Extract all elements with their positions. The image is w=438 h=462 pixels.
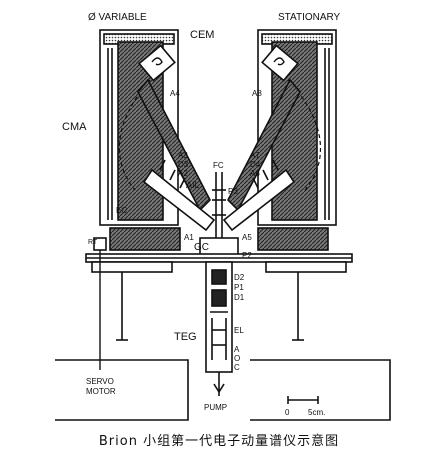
left-cem-detector xyxy=(138,44,176,82)
scale-bar xyxy=(287,396,319,404)
figure-caption: Brion 小组第一代电子动量谱仪示意图 xyxy=(98,434,340,449)
label-d4: D4 xyxy=(250,160,261,169)
label-c: C xyxy=(234,363,240,372)
label-scale-zero: 0 xyxy=(285,408,290,417)
left-diagonal-lens-column xyxy=(137,78,216,232)
label-a6: A6 xyxy=(250,169,260,178)
label-d2: D2 xyxy=(234,273,245,282)
label-p3: P3 xyxy=(228,187,238,196)
lower-right-chamber xyxy=(250,359,391,421)
label-teg: TEG xyxy=(174,331,197,343)
label-fc: FC xyxy=(213,161,224,170)
label-scale-five: 5cm. xyxy=(308,408,325,417)
label-stationary: STATIONARY xyxy=(278,12,341,23)
label-a2: A2 xyxy=(178,169,188,178)
label-el: EL xyxy=(234,326,244,335)
turntable-plate xyxy=(85,253,353,273)
label-motor: MOTOR xyxy=(86,387,116,396)
label-p1: P1 xyxy=(234,283,244,292)
label-gc: GC xyxy=(194,242,209,253)
rt-bracket xyxy=(93,237,107,251)
label-a3: A3 xyxy=(178,151,188,160)
label-ail: AIL xyxy=(186,180,200,190)
label-a5: A5 xyxy=(242,233,252,242)
label-a: A xyxy=(234,345,240,354)
central-column xyxy=(212,172,226,240)
label-a7: A7 xyxy=(250,151,260,160)
right-cem-detector xyxy=(261,44,299,82)
label-cem: CEM xyxy=(190,29,214,41)
lower-left-chamber xyxy=(55,359,189,421)
left-base-block xyxy=(109,227,181,251)
label-p2: P2 xyxy=(242,251,252,260)
label-a1: A1 xyxy=(184,233,194,242)
label-variable: Ø VARIABLE xyxy=(88,12,147,23)
label-o: O xyxy=(234,354,240,363)
label-cma: CMA xyxy=(62,121,87,133)
label-d3: D3 xyxy=(178,160,189,169)
label-servo: SERVO xyxy=(86,377,114,386)
label-pump: PUMP xyxy=(204,403,227,412)
label-ec: EC xyxy=(116,206,127,215)
electron-gun-tube xyxy=(205,261,233,373)
right-base-block xyxy=(257,227,329,251)
right-diagonal-lens-column xyxy=(222,78,301,232)
label-rt: RT xyxy=(88,239,98,246)
label-a4: A4 xyxy=(170,89,180,98)
label-d1: D1 xyxy=(234,293,245,302)
label-a8: A8 xyxy=(252,89,262,98)
